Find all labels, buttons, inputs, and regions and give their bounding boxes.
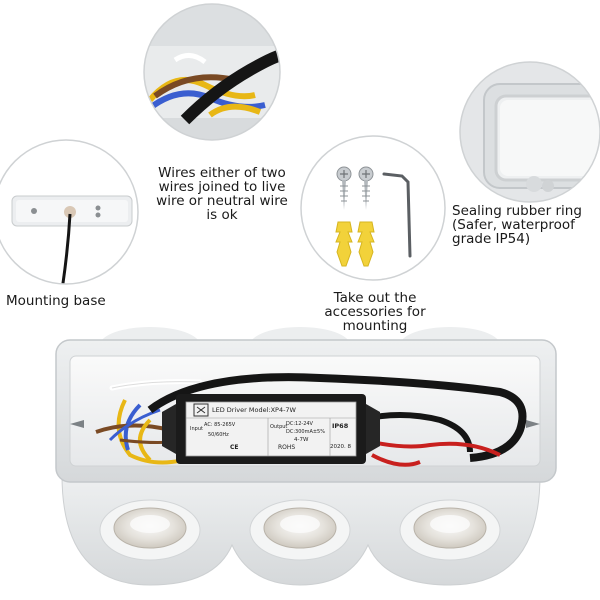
accessories-caption-line: mounting [342, 318, 408, 334]
driver-output-spec: DC:12-24V [286, 421, 313, 427]
wires-caption: Wires either of two wires joined to live… [142, 166, 302, 222]
mounting-base-circle [0, 140, 138, 284]
wires-caption-line: Wires either of two [158, 165, 286, 181]
sealing-caption-line: Sealing rubber ring [452, 203, 582, 219]
wires-caption-line: wire or neutral wire [156, 193, 288, 209]
driver-date: 2020. 8 [330, 444, 351, 450]
driver-input-tag: Input [190, 426, 203, 432]
lens-left [99, 499, 201, 561]
sealing-ring-circle [460, 62, 600, 202]
driver-output-tag: Output [270, 424, 288, 430]
wires-caption-line: wires joined to live [158, 179, 286, 195]
driver-output-current: DC:300mA±5% [286, 429, 325, 435]
driver-model: LED Driver Model:XP4-7W [212, 406, 296, 414]
sealing-caption: Sealing rubber ring (Safer, waterproof g… [452, 204, 600, 246]
accessories-caption: Take out the accessories for mounting [305, 291, 445, 333]
accessories-circle [301, 136, 445, 280]
sealing-caption-line: (Safer, waterproof [452, 217, 575, 233]
mounting-caption-line: Mounting base [6, 293, 106, 309]
driver-power: 4-7W [294, 437, 309, 443]
driver-input-spec: AC: 85-265V [204, 422, 236, 428]
wiring-detail-circle [144, 4, 280, 140]
wires-caption-line: is ok [206, 207, 238, 223]
accessories-caption-line: Take out the [333, 290, 417, 306]
sealing-caption-line: grade IP54) [452, 231, 531, 247]
mounting-caption: Mounting base [6, 294, 136, 308]
lamp-housing [55, 327, 557, 586]
accessories-caption-line: accessories for [324, 304, 426, 320]
driver-ce-mark: CE [230, 444, 239, 451]
driver-rohs-mark: ROHS [278, 444, 296, 451]
lens-center [249, 499, 351, 561]
driver-ip-rating: IP68 [332, 422, 349, 430]
lens-right [399, 499, 501, 561]
driver-label: LED Driver Model:XP4-7W Input AC: 85-265… [186, 402, 356, 456]
driver-input-freq: 50/60Hz [208, 432, 229, 438]
